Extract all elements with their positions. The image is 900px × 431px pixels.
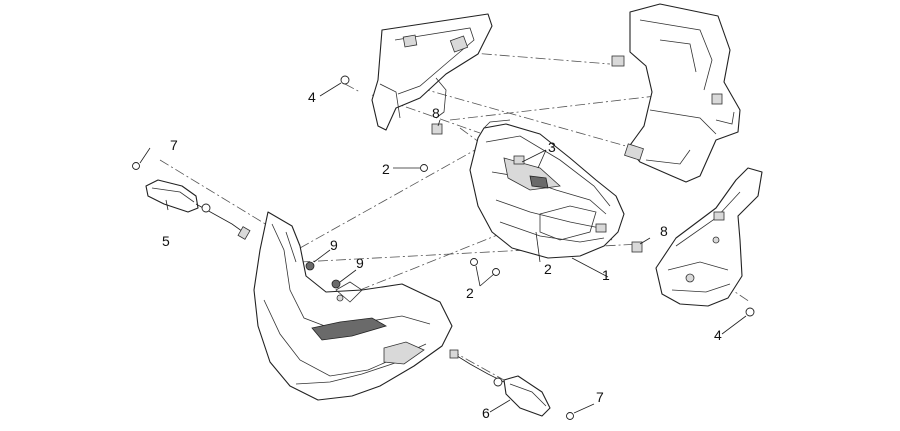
callout-3: 3	[548, 139, 556, 155]
callout-4-lower: 4	[714, 327, 722, 343]
left-turn-signal	[145, 179, 251, 240]
headlight-assembly	[469, 119, 625, 259]
callout-2-headlight: 2	[544, 261, 552, 277]
callout-5: 5	[162, 233, 170, 249]
nut-part-9-a	[305, 261, 315, 271]
callout-labels: 1 2 2 2 3 4 4 5 6 7 7 8 8 9 9	[162, 89, 722, 421]
right-upper-frame-bracket	[611, 3, 741, 183]
screw-part-2-upper	[420, 164, 428, 172]
screw-part-2-lower-b	[492, 268, 500, 276]
callout-9-upper: 9	[330, 237, 338, 253]
screw-part-7-right	[566, 412, 574, 420]
callout-4-upper: 4	[308, 89, 316, 105]
callout-leaders	[139, 82, 747, 414]
callout-8-right: 8	[660, 223, 668, 239]
screw-part-2-lower-a	[470, 258, 478, 266]
callout-7-right: 7	[596, 389, 604, 405]
callout-8-left: 8	[432, 105, 440, 121]
callout-1: 1	[602, 267, 610, 283]
callout-2-lower: 2	[466, 285, 474, 301]
callout-6: 6	[482, 405, 490, 421]
screw-part-4-upper	[340, 75, 350, 85]
right-turn-signal	[449, 349, 551, 417]
screw-part-7-left	[132, 162, 140, 170]
nut-part-9-b	[331, 279, 341, 289]
clip-part-8-left	[431, 123, 443, 135]
fasteners	[132, 75, 755, 420]
left-upper-cover-panel	[371, 13, 493, 131]
right-lower-bracket	[655, 167, 763, 307]
callout-9-lower: 9	[356, 255, 364, 271]
screw-part-4-lower	[745, 307, 755, 317]
clip-part-8-right	[631, 241, 643, 253]
callout-2-upper: 2	[382, 161, 390, 177]
front-fairing-cowl	[253, 211, 453, 401]
callout-7-left: 7	[170, 137, 178, 153]
